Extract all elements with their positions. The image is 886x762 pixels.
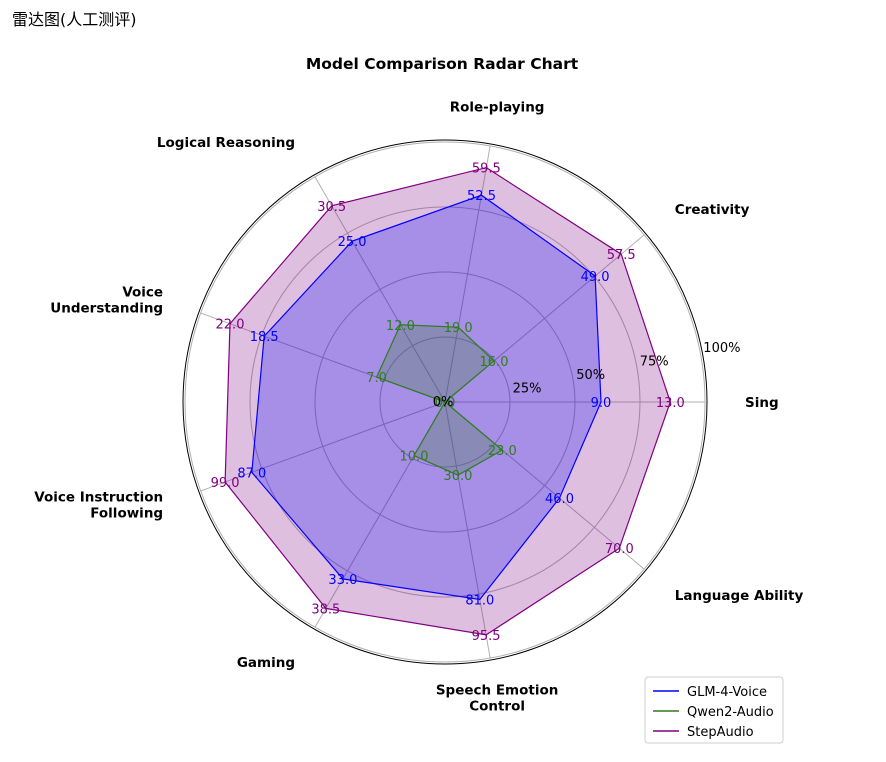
axis-spoke: [314, 176, 446, 403]
value-label: 0.0: [435, 396, 456, 411]
radial-tick-label: 100%: [703, 341, 740, 356]
axis-label: Logical Reasoning: [157, 135, 295, 151]
series-area: [375, 324, 504, 476]
value-label: 87.0: [237, 466, 266, 481]
radial-tick-label: 0%: [433, 395, 454, 410]
axis-label: Gaming: [237, 655, 295, 671]
value-label: 18.5: [250, 330, 279, 345]
value-label: 13.0: [656, 396, 685, 411]
axis-label: Sing: [745, 395, 779, 411]
value-label: 19.0: [444, 321, 473, 336]
value-label: 33.0: [328, 573, 357, 588]
value-label: 38.5: [311, 602, 340, 617]
axis-spoke: [444, 145, 491, 403]
axis-label: Role-playing: [450, 100, 545, 116]
legend-label: GLM-4-Voice: [687, 685, 767, 700]
value-label: 22.0: [216, 318, 245, 333]
value-label: 23.0: [488, 444, 517, 459]
value-label: 9.0: [591, 396, 612, 411]
series-area: [224, 166, 671, 636]
value-label: 95.5: [472, 629, 501, 644]
value-label: 70.0: [605, 542, 634, 557]
value-label: 7.0: [366, 371, 387, 386]
axis-spoke: [200, 401, 446, 492]
axis-spoke: [444, 401, 491, 659]
radial-tick-label: 25%: [513, 382, 542, 397]
value-label: 16.0: [480, 355, 509, 370]
value-label: 57.5: [607, 248, 636, 263]
value-label: 30.0: [443, 469, 472, 484]
value-label: 46.0: [545, 492, 574, 507]
radial-tick-label: 50%: [576, 368, 605, 383]
radial-tick-label: 75%: [640, 355, 669, 370]
value-label: 52.5: [467, 189, 496, 204]
value-label: 99.0: [211, 476, 240, 491]
legend-label: StepAudio: [687, 725, 754, 740]
label-layer: 9.0 49.0 52.5 25.0 18.5 87.0 33.0 81.0 46.0 0.0 16…: [34, 100, 803, 715]
series-area: [251, 194, 602, 601]
value-label: 25.0: [338, 235, 367, 250]
chart-title: Model Comparison Radar Chart: [306, 55, 579, 73]
value-label: 59.5: [472, 162, 501, 177]
legend-label: Qwen2-Audio: [687, 705, 774, 720]
legend-box: [644, 676, 784, 744]
series-layer: [224, 166, 671, 636]
page-heading: 雷达图(人工测评): [12, 10, 137, 29]
value-label: 30.5: [317, 200, 346, 215]
value-label: 81.0: [465, 594, 494, 609]
value-label: 0.0: [435, 396, 456, 411]
axis-label: Language Ability: [675, 588, 804, 604]
value-label: 49.0: [581, 270, 610, 285]
axis-label: Creativity: [675, 202, 750, 218]
outer-frame: [182, 139, 708, 665]
value-label: 12.0: [386, 319, 415, 334]
value-label: 10.0: [400, 450, 429, 465]
